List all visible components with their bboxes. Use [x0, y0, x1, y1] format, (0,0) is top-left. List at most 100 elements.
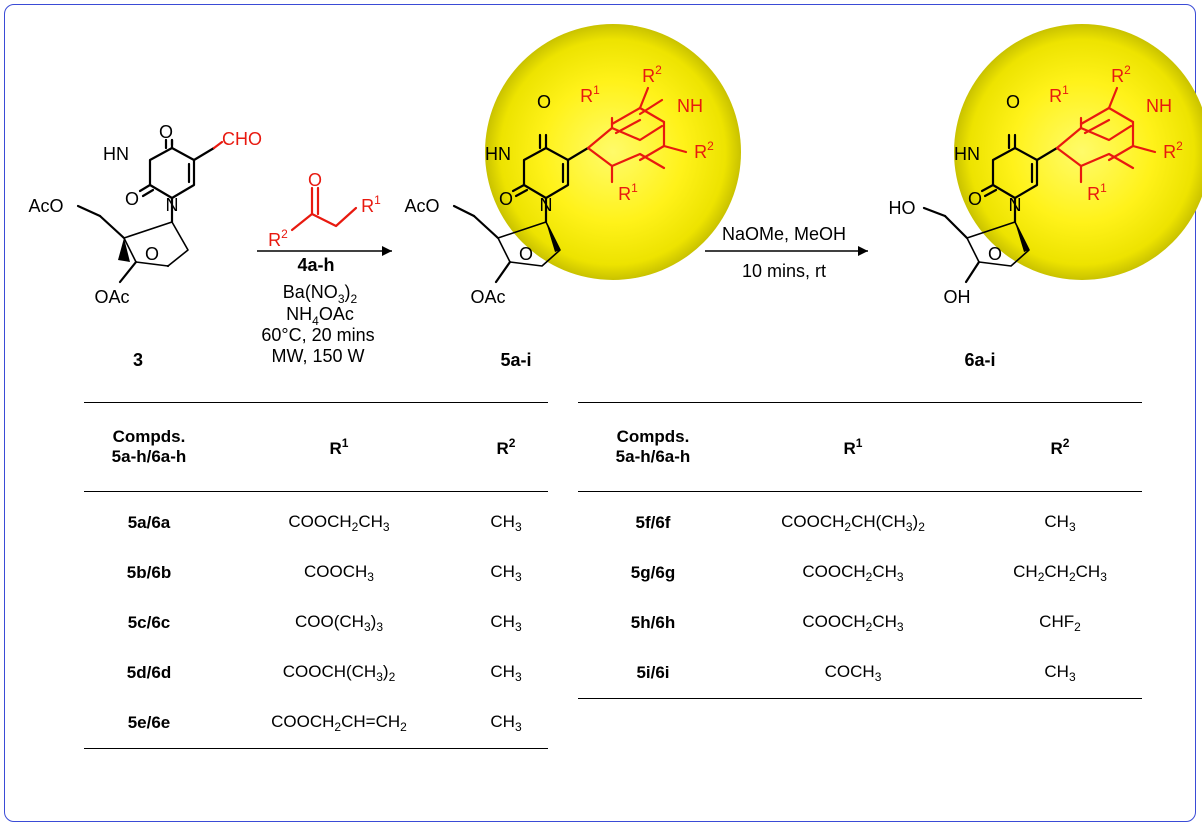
table-right-header-row: Compds. 5a-h/6a-h R1 R2 [578, 402, 1142, 492]
reagent-4-structure [290, 186, 358, 232]
c5-oac: OAc [470, 287, 505, 307]
c3-carbonyl-o: O [159, 122, 173, 142]
c6-n1: N [1009, 195, 1022, 215]
c6-ring-o: O [988, 244, 1002, 264]
r2-cell: CH2CH2CH3 [1013, 562, 1107, 584]
c5-r1-bottom: R1 [618, 181, 638, 204]
compound-id-cell: 5e/6e [127, 713, 171, 732]
table-row: 5c/6c COO(CH3)3 CH3 [84, 598, 548, 648]
c6-nh: NH [1146, 96, 1172, 116]
table-row: 5d/6d COOCH(CH3)2 CH3 [84, 648, 548, 698]
table-row: 5h/6h COOCH2CH3 CHF2 [578, 598, 1142, 648]
header-r1: R1 [843, 435, 863, 458]
r2-cell: CH3 [490, 662, 522, 684]
r1-cell: COOCH2CH=CH2 [271, 712, 407, 734]
compound-id-cell: 5b/6b [126, 563, 172, 582]
r1-cell: COO(CH3)3 [295, 612, 383, 634]
reagent-r1: R1 [361, 193, 381, 216]
r2-cell: CH3 [490, 562, 522, 584]
c6-oh: OH [944, 287, 971, 307]
c5-ring-o: O [519, 244, 533, 264]
c6-ho: HO [889, 198, 916, 218]
c6-r2-right: R2 [1163, 139, 1183, 162]
substituent-table-right: Compds. 5a-h/6a-h R1 R2 5f/6f COOCH2CH(CH… [578, 402, 1142, 699]
r1-cell: COOCH2CH3 [802, 612, 904, 634]
table-row: 5g/6g COOCH2CH3 CH2CH2CH3 [578, 548, 1142, 598]
r1-cell: COOCH2CH3 [288, 512, 390, 534]
r1-cell: COOCH2CH(CH3)2 [781, 512, 925, 534]
header-r1: R1 [329, 435, 349, 458]
header-r2: R2 [496, 435, 516, 458]
c6-hn: HN [954, 144, 980, 164]
c3-aco: AcO [28, 196, 63, 216]
compound-id-cell: 5g/6g [630, 563, 676, 582]
c6-r2-top: R2 [1111, 63, 1131, 86]
c5-r2-top: R2 [642, 63, 662, 86]
c3-cho: CHO [222, 129, 262, 149]
header-r2: R2 [1050, 435, 1070, 458]
compound-id-cell: 5i/6i [636, 663, 670, 682]
step2-reagents: NaOMe, MeOH [722, 224, 846, 244]
r1-cell: COOCH3 [304, 562, 374, 584]
r2-cell: CH3 [1044, 512, 1076, 534]
table-left-header-row: Compds. 5a-h/6a-h R1 R2 [84, 402, 548, 492]
c6-carbonyl-o: O [1006, 92, 1020, 112]
arrow-2-head [858, 246, 868, 256]
step1-ammonium: NH4OAc [286, 304, 354, 328]
step1-conditions-temp: 60°C, 20 mins [261, 325, 374, 345]
c5-urea-o: O [499, 189, 513, 209]
compound-3-label: 3 [133, 350, 143, 370]
r1-cell: COCH3 [824, 662, 882, 684]
step1-conditions-mw: MW, 150 W [271, 346, 364, 366]
c5-r2-right: R2 [694, 139, 714, 162]
table-row: 5i/6i COCH3 CH3 [578, 648, 1142, 699]
c5-hn: HN [485, 144, 511, 164]
c3-urea-o: O [125, 189, 139, 209]
step2-conditions: 10 mins, rt [742, 261, 826, 281]
r1-cell: COOCH(CH3)2 [282, 662, 396, 684]
arrow-1-head [382, 246, 392, 256]
c3-n1: N [166, 195, 179, 215]
compound-id-cell: 5d/6d [126, 663, 172, 682]
r2-cell: CH3 [490, 512, 522, 534]
compound-5-label: 5a-i [500, 350, 531, 370]
c3-hn: HN [103, 144, 129, 164]
c3-oac: OAc [94, 287, 129, 307]
r1-cell: COOCH2CH3 [802, 562, 904, 584]
r2-cell: CHF2 [1039, 612, 1081, 634]
scheme-frame [4, 4, 1196, 822]
compound-id-cell: 5h/6h [630, 613, 676, 632]
c6-r1-top: R1 [1049, 83, 1069, 106]
step1-catalyst: Ba(NO3)2 [283, 282, 358, 306]
compound-5-structure [452, 86, 688, 284]
r2-cell: CH3 [490, 712, 522, 734]
table-row: 5b/6b COOCH3 CH3 [84, 548, 548, 598]
c5-aco: AcO [404, 196, 439, 216]
c5-n1: N [540, 195, 553, 215]
table-row: 5f/6f COOCH2CH(CH3)2 CH3 [578, 492, 1142, 549]
c6-urea-o: O [968, 189, 982, 209]
r2-cell: CH3 [490, 612, 522, 634]
c6-r1-bottom: R1 [1087, 181, 1107, 204]
compound-id-cell: 5c/6c [127, 613, 171, 632]
c5-r1-top: R1 [580, 83, 600, 106]
header-compds: Compds. 5a-h/6a-h [111, 427, 187, 466]
reagent-ketone-o: O [308, 170, 322, 190]
table-row: 5e/6e COOCH2CH=CH2 CH3 [84, 698, 548, 749]
compound-id-cell: 5f/6f [635, 513, 671, 532]
r2-cell: CH3 [1044, 662, 1076, 684]
header-compds: Compds. 5a-h/6a-h [615, 427, 691, 466]
c5-carbonyl-o: O [537, 92, 551, 112]
compound-3-structure [76, 138, 224, 284]
compound-6-structure [922, 86, 1157, 284]
reagent-r2: R2 [268, 227, 288, 250]
c3-ring-o: O [145, 244, 159, 264]
highlight-circle-5 [485, 24, 741, 280]
reagent-4-label: 4a-h [297, 255, 334, 275]
c5-nh: NH [677, 96, 703, 116]
